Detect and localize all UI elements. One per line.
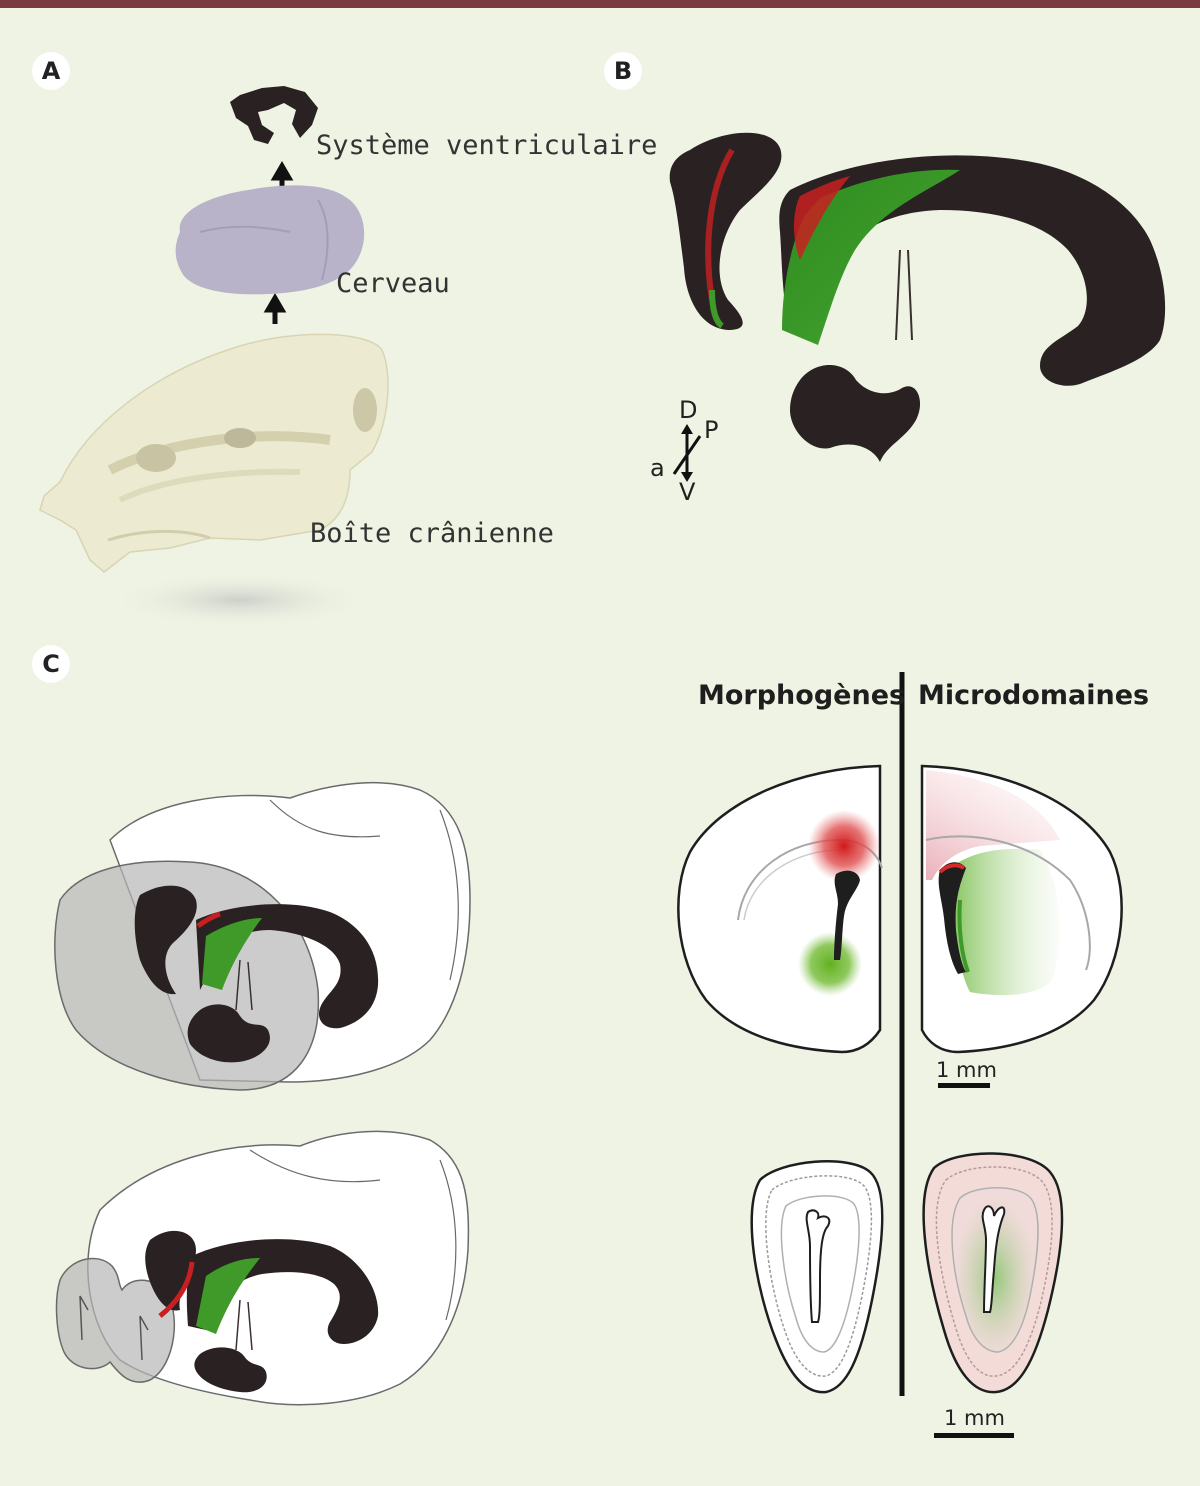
label-brain: Cerveau bbox=[336, 268, 450, 299]
ventricle-small bbox=[230, 86, 318, 144]
panel-c-letter: C bbox=[32, 645, 70, 683]
scale-bar-top bbox=[938, 1083, 990, 1088]
section-microdomains bbox=[922, 1152, 1064, 1394]
arrow-up-2 bbox=[263, 293, 287, 324]
panel-a-artwork bbox=[39, 86, 389, 628]
green-domain-b bbox=[782, 169, 960, 345]
ventricle-b-left bbox=[669, 132, 782, 330]
scale-bar-bottom bbox=[934, 1433, 1014, 1438]
coronal-morphogens bbox=[677, 764, 883, 1054]
header-microdomains: Microdomaines bbox=[918, 680, 1150, 711]
coronal-microdomains bbox=[920, 764, 1123, 1054]
header-morphogens: Morphogènes bbox=[698, 680, 906, 711]
brain-shape bbox=[175, 185, 365, 295]
section-morphogens bbox=[750, 1160, 884, 1394]
scale-label-bottom: 1 mm bbox=[944, 1406, 1005, 1430]
axis-ventral: V bbox=[679, 478, 696, 506]
ventricle-b-lower bbox=[790, 365, 921, 462]
panel-c-3d-bottom bbox=[55, 1130, 470, 1406]
panel-b-artwork bbox=[669, 132, 1166, 482]
panel-b-letter: B bbox=[604, 52, 642, 90]
scale-label-top: 1 mm bbox=[936, 1058, 997, 1082]
panel-a-letter: A bbox=[32, 52, 70, 90]
skull-shape bbox=[39, 333, 389, 573]
axis-dorsal: D bbox=[679, 396, 698, 424]
label-ventricular-system: Système ventriculaire bbox=[316, 130, 658, 161]
axis-anterior: a bbox=[650, 454, 665, 482]
orientation-cross bbox=[672, 428, 702, 478]
top-border-bar bbox=[0, 0, 1200, 8]
green-morphogen bbox=[798, 932, 862, 996]
red-morphogen bbox=[808, 810, 880, 882]
panel-c-3d-top bbox=[54, 781, 471, 1091]
label-skull: Boîte crânienne bbox=[310, 518, 554, 549]
axis-posterior: P bbox=[704, 416, 719, 444]
